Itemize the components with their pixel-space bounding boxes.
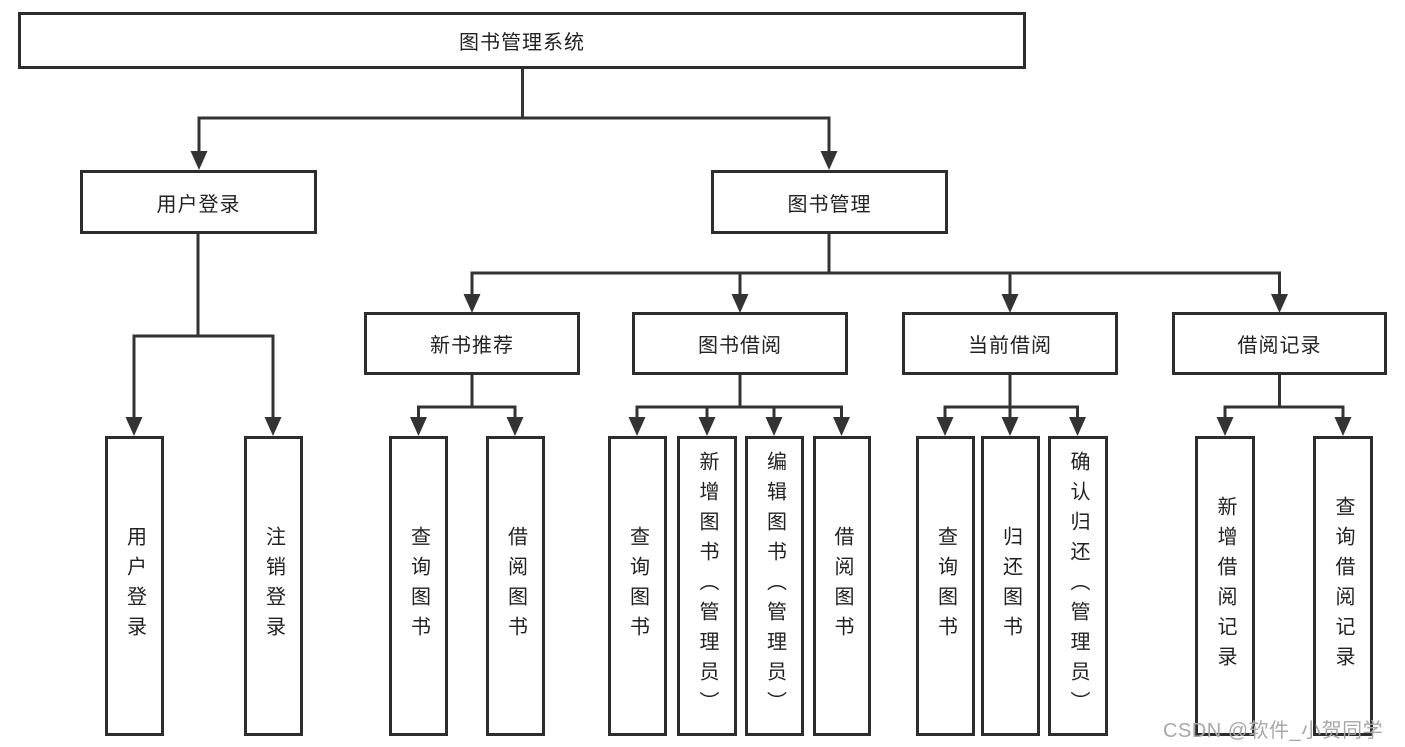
leaf-label: 注销登录 [262, 526, 285, 646]
leaf-query-books-current: 查询图书 [916, 436, 975, 736]
node-book-borrowing: 图书借阅 [632, 312, 848, 375]
node-label: 借阅记录 [1237, 335, 1322, 357]
leaf-confirm-return-admin: 确认归还（管理员） [1048, 436, 1108, 736]
node-book-management: 图书管理 [711, 170, 948, 234]
leaf-label: 归还图书 [999, 526, 1022, 646]
watermark: CSDN @软件_小贺同学 [1163, 720, 1384, 742]
node-label: 新书推荐 [430, 335, 514, 357]
leaf-label: 查询图书 [934, 526, 957, 646]
leaf-add-borrow-record: 新增借阅记录 [1195, 436, 1255, 736]
leaf-return-book: 归还图书 [981, 436, 1040, 736]
leaf-label: 借阅图书 [831, 526, 853, 646]
leaf-label: 借阅图书 [504, 526, 527, 646]
leaf-query-borrow-record: 查询借阅记录 [1313, 436, 1373, 736]
node-label: 图书管理 [787, 193, 872, 216]
node-user-login: 用户登录 [80, 170, 317, 234]
leaf-label: 用户登录 [123, 526, 146, 646]
leaf-label: 编辑图书（管理员） [763, 451, 786, 721]
node-library-management-system: 图书管理系统 [18, 12, 1026, 69]
node-current-borrowing: 当前借阅 [902, 312, 1118, 375]
leaf-logout: 注销登录 [244, 436, 303, 736]
leaf-label: 新增图书（管理员） [696, 451, 718, 721]
node-borrowing-records: 借阅记录 [1172, 312, 1387, 375]
node-label: 图书管理系统 [459, 32, 585, 54]
node-label: 图书借阅 [698, 335, 782, 357]
leaf-borrow-books-recommend: 借阅图书 [486, 436, 545, 736]
leaf-label: 查询借阅记录 [1332, 496, 1354, 676]
node-label: 用户登录 [156, 193, 241, 216]
leaf-label: 查询图书 [626, 526, 649, 646]
leaf-edit-book-admin: 编辑图书（管理员） [745, 436, 804, 736]
node-new-book-recommendation: 新书推荐 [364, 312, 580, 375]
leaf-label: 新增借阅记录 [1214, 496, 1236, 676]
leaf-user-login: 用户登录 [105, 436, 164, 736]
leaf-add-book-admin: 新增图书（管理员） [677, 436, 737, 736]
leaf-borrow-books-borrowing: 借阅图书 [813, 436, 871, 736]
leaf-label: 确认归还（管理员） [1067, 451, 1089, 721]
leaf-query-books-borrowing: 查询图书 [608, 436, 667, 736]
node-label: 当前借阅 [968, 335, 1052, 357]
leaf-label: 查询图书 [407, 526, 430, 646]
leaf-query-books-recommend: 查询图书 [389, 436, 448, 736]
